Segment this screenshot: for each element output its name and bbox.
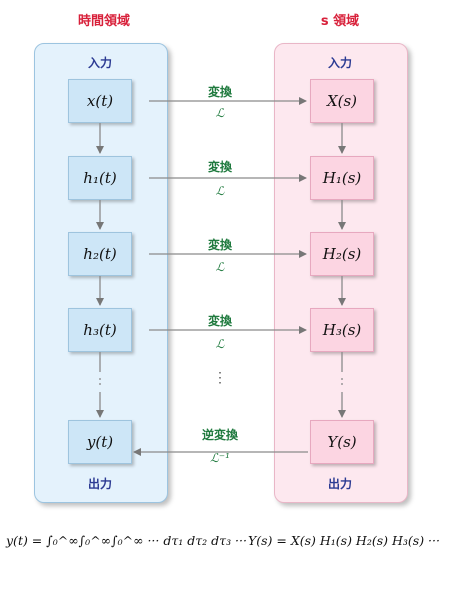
s-domain-formula: Y(s) = X(s) H₁(s) H₂(s) H₃(s) ··· (248, 533, 440, 548)
time-domain-heading: 時間領域 (77, 14, 130, 29)
s-box-input: X(s) (310, 79, 374, 123)
transform-label-1: 変換 (207, 85, 232, 99)
laplace-symbol-1: ℒ (215, 106, 225, 120)
transform-label-3: 変換 (207, 238, 232, 252)
laplace-symbol-4: ℒ (215, 337, 225, 351)
time-box-h3: h₃(t) (68, 308, 132, 352)
s-domain-heading: s 領域 (320, 14, 360, 29)
s-box-output: Y(s) (310, 420, 374, 464)
s-output-label: 出力 (327, 477, 352, 491)
time-domain-formula: y(t) = ∫₀^∞∫₀^∞∫₀^∞ ··· dτ₁ dτ₂ dτ₃ ··· (6, 533, 247, 548)
time-box-h2: h₂(t) (68, 232, 132, 276)
s-input-label: 入力 (327, 56, 352, 70)
laplace-symbol-3: ℒ (215, 260, 225, 274)
time-box-input: x(t) (68, 79, 132, 123)
s-box-h1: H₁(s) (310, 156, 374, 200)
transform-label-4: 変換 (207, 314, 232, 328)
s-box-h2: H₂(s) (310, 232, 374, 276)
time-input-label: 入力 (87, 56, 112, 70)
time-box-h1: h₁(t) (68, 156, 132, 200)
transform-ellipsis: ⋮ (213, 370, 227, 386)
time-output-label: 出力 (87, 477, 112, 491)
time-box-output: y(t) (68, 420, 132, 464)
inverse-laplace-symbol: ℒ⁻¹ (210, 451, 230, 465)
laplace-symbol-2: ℒ (215, 184, 225, 198)
s-box-h3: H₃(s) (310, 308, 374, 352)
inverse-transform-label: 逆変換 (201, 428, 238, 442)
transform-label-2: 変換 (207, 160, 232, 174)
